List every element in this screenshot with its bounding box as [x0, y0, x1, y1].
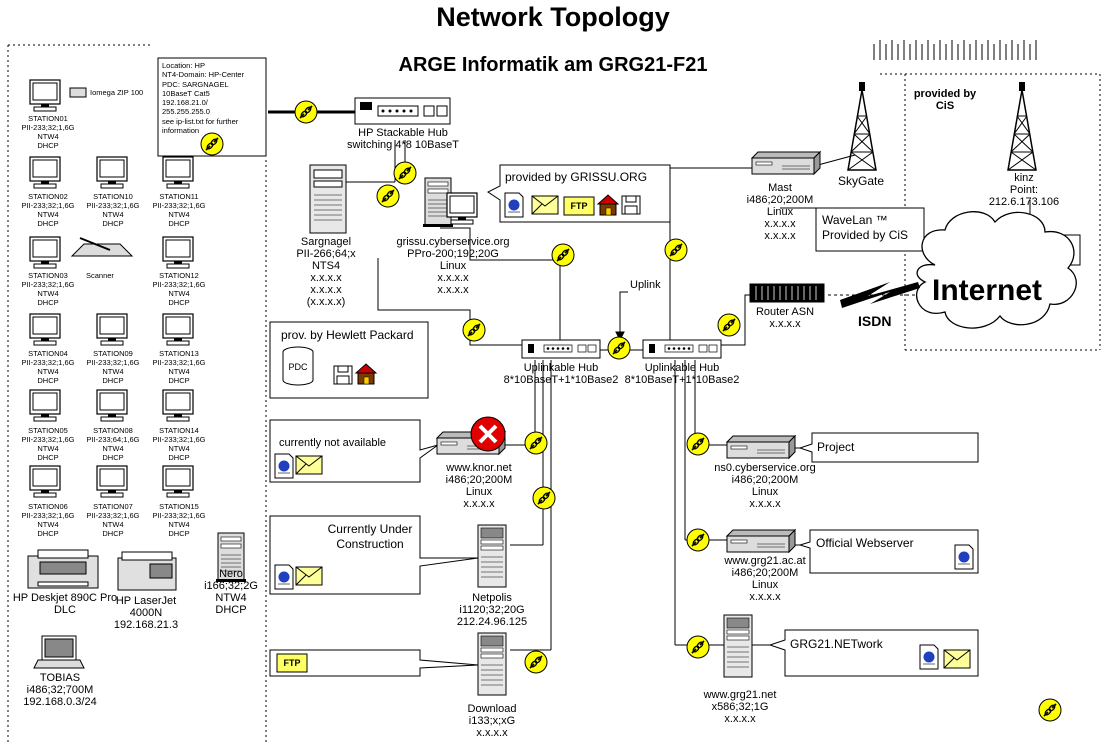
hp-box-text: prov. by Hewlett Packard [281, 328, 414, 342]
ftp-icon: FTP [570, 201, 588, 211]
page-subtitle: ARGE Informatik am GRG21-F21 [398, 54, 708, 76]
skygate-label: SkyGate [838, 174, 885, 188]
project-box-text: Project [817, 440, 855, 454]
pdc-icon: PDC [288, 362, 308, 372]
page-title: Network Topology [436, 2, 670, 32]
grissu-box-text: provided by GRISSU.ORG [505, 170, 648, 184]
official-box-text: Official Webserver [816, 536, 914, 550]
info-box: Location: HP NT4-Domain: HP-Center PDC: … [162, 61, 245, 136]
isdn-label: ISDN [858, 313, 892, 329]
zip-drive-label: Iomega ZIP 100 [90, 88, 144, 97]
scanner-label: Scanner [86, 271, 114, 280]
grgnet-box-text: GRG21.NETwork [790, 637, 883, 651]
internet-label: Internet [932, 274, 1043, 307]
knor-box-text: currently not available [279, 437, 387, 449]
ftp-icon-download: FTP [283, 658, 301, 668]
uplink-label: Uplink [630, 279, 661, 291]
